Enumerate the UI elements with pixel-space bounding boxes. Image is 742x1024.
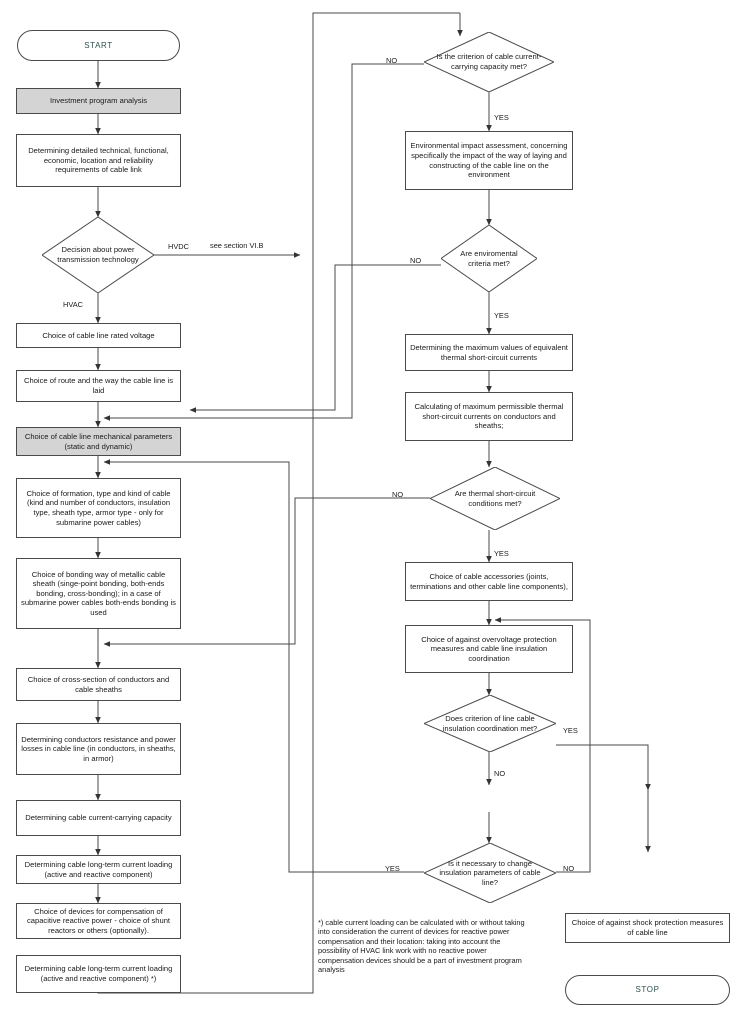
process-long-term-loading-1: Determining cable long-term current load… (16, 855, 181, 884)
decision-label: Is the criterion of cable current-carryi… (436, 52, 542, 71)
process-label: Choice of devices for compensation of ca… (26, 906, 171, 935)
process-mechanical-parameters: Choice of cable line mechanical paramete… (16, 427, 181, 456)
decision-label: Decision about power transmission techno… (57, 245, 139, 264)
process-label: Determining detailed technical, function… (28, 146, 169, 175)
process-reactive-compensation: Choice of devices for compensation of ca… (16, 903, 181, 939)
process-route: Choice of route and the way the cable li… (16, 370, 181, 402)
diamond-shape (424, 695, 556, 752)
process-label: Choice of bonding way of metallic cable … (21, 569, 176, 617)
edge-label-yes-4: YES (563, 726, 578, 735)
decision-label: Are enviromental criteria met? (460, 248, 518, 268)
process-label: Choice of cross-section of conductors an… (27, 674, 170, 694)
process-label: Environmental impact assessment, concern… (410, 141, 568, 180)
edge-label-see-section: see section VI.B (210, 241, 264, 250)
diamond-shape (424, 843, 556, 903)
decision-environmental-criteria: Are enviromental criteria met? (441, 225, 537, 292)
decision-change-insulation-parameters: Is it necessary to change insulation par… (424, 843, 556, 903)
edge-label-no-1: NO (386, 56, 398, 65)
process-label: Determining cable long-term current load… (24, 859, 173, 879)
footnote-text: *) cable current loading can be calculat… (318, 918, 525, 975)
diamond-shape (430, 467, 560, 530)
process-thermal-short-circuit-values: Determining the maximum values of equiva… (405, 334, 573, 371)
edge-label-yes-3: YES (494, 549, 509, 558)
diamond-shape (42, 217, 154, 293)
edge-label-no-4: NO (494, 769, 506, 778)
process-label: Choice of against overvoltage protection… (421, 634, 557, 663)
process-label: Determining the maximum values of equiva… (410, 342, 568, 362)
process-label: Calculating of maximum permissible therm… (414, 402, 564, 431)
process-label: Investment program analysis (49, 96, 148, 106)
edge-label-no-2: NO (410, 256, 422, 265)
decision-transmission-technology: Decision about power transmission techno… (42, 217, 154, 293)
process-resistance-power-losses: Determining conductors resistance and po… (16, 723, 181, 775)
terminal-start: START (17, 30, 180, 61)
edge-label-no-5: NO (563, 864, 575, 873)
diamond-shape (441, 225, 537, 292)
process-rated-voltage: Choice of cable line rated voltage (16, 323, 181, 348)
terminal-stop-label: STOP (635, 985, 660, 995)
process-investment-program-analysis: Investment program analysis (16, 88, 181, 114)
process-label: Determining cable long-term current load… (24, 964, 173, 983)
process-max-permissible-thermal: Calculating of maximum permissible therm… (405, 392, 573, 441)
process-label: Choice of cable accessories (joints, ter… (410, 571, 568, 591)
process-current-carrying-capacity: Determining cable current-carrying capac… (16, 800, 181, 836)
process-label: Determining cable current-carrying capac… (25, 813, 172, 823)
process-label: Choice of against shock protection measu… (571, 918, 724, 937)
edge-label-yes-1: YES (494, 113, 509, 122)
decision-current-carrying-capacity: Is the criterion of cable current-carryi… (424, 32, 554, 92)
process-bonding-way: Choice of bonding way of metallic cable … (16, 558, 181, 629)
edge-label-hvac: HVAC (63, 300, 83, 309)
process-cross-section: Choice of cross-section of conductors an… (16, 668, 181, 701)
decision-label: Are thermal short-circuit conditions met… (454, 488, 536, 508)
footnote: *) cable current loading can be calculat… (318, 918, 533, 974)
diamond-shape (424, 32, 554, 92)
process-label: Determining conductors resistance and po… (21, 734, 176, 763)
process-overvoltage-protection: Choice of against overvoltage protection… (405, 625, 573, 673)
edge-label-no-3: NO (392, 490, 404, 499)
process-label: Choice of formation, type and kind of ca… (26, 488, 171, 527)
process-long-term-loading-2: Determining cable long-term current load… (16, 955, 181, 993)
process-formation-type-kind: Choice of formation, type and kind of ca… (16, 478, 181, 538)
edge-label-hvdc: HVDC (168, 242, 189, 251)
process-label: Choice of cable line mechanical paramete… (24, 431, 173, 451)
decision-label: Does criterion of line cable insulation … (442, 713, 538, 733)
process-requirements: Determining detailed technical, function… (16, 134, 181, 187)
process-environmental-impact-assessment: Environmental impact assessment, concern… (405, 131, 573, 190)
decision-insulation-coordination: Does criterion of line cable insulation … (424, 695, 556, 752)
process-label: Choice of cable line rated voltage (42, 330, 155, 340)
process-shock-protection: Choice of against shock protection measu… (565, 913, 730, 943)
terminal-start-label: START (84, 40, 113, 50)
terminal-stop: STOP (565, 975, 730, 1005)
process-label: Choice of route and the way the cable li… (23, 376, 173, 395)
edge-label-yes-2: YES (494, 311, 509, 320)
decision-thermal-conditions: Are thermal short-circuit conditions met… (430, 467, 560, 530)
process-cable-accessories: Choice of cable accessories (joints, ter… (405, 562, 573, 601)
edge-label-yes-5: YES (385, 864, 400, 873)
decision-label: Is it necessary to change insulation par… (439, 858, 541, 887)
